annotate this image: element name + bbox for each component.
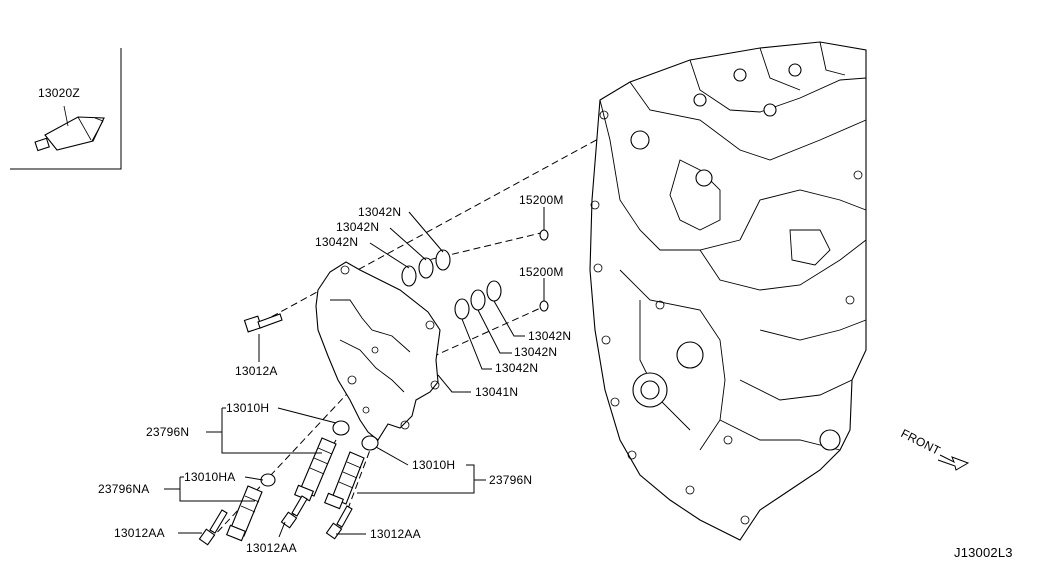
bolt-13012aa-2-icon [280,495,308,529]
bolt-13012aa-1-icon [198,509,228,546]
solenoid-valve-right [323,435,379,510]
callout-13041n: 13041N [475,385,518,399]
callout-13020z: 13020Z [38,86,80,100]
seal-upper [539,229,549,241]
callout-23796n-left: 23796N [146,425,189,439]
solenoid-valve-left [293,420,350,502]
leader-lines [164,207,545,538]
callout-13012a: 13012A [235,364,278,378]
callout-13012aa-2: 13012AA [246,541,297,555]
callout-13042n-b2: 13042N [514,345,557,359]
callout-13042n-a2: 13042N [336,220,379,234]
callout-23796na: 23796NA [98,482,149,496]
o-ring-group-lower [454,280,502,320]
front-arrow-icon [937,454,970,471]
callout-15200m-upper: 15200M [519,193,564,207]
callout-13010h-right: 13010H [412,458,455,472]
callout-13012aa-1: 13012AA [114,526,165,540]
callout-15200m-lower: 15200M [519,265,564,279]
inset-box [10,48,122,170]
callout-13042n-a3: 13042N [315,235,358,249]
front-label: FRONT [899,426,943,458]
callout-13012aa-3: 13012AA [370,527,421,541]
solenoid-cover [315,261,441,441]
callout-13042n-b1: 13042N [528,329,571,343]
seal-lower [539,300,549,312]
callout-13010h-left: 13010H [226,401,269,415]
engine-block [589,41,867,541]
o-ring-group-upper [401,249,451,287]
solenoid-valve-ha [225,473,276,542]
diagram-id: J13002L3 [954,545,1013,560]
callout-13010ha: 13010HA [184,470,235,484]
callout-23796n-right: 23796N [489,473,532,487]
bolt-13012a-icon [243,313,283,333]
bolt-13012aa-3-icon [325,505,353,540]
sealant-tube-icon [34,105,105,152]
callout-13042n-a1: 13042N [358,205,401,219]
callout-13042n-b3: 13042N [495,361,538,375]
